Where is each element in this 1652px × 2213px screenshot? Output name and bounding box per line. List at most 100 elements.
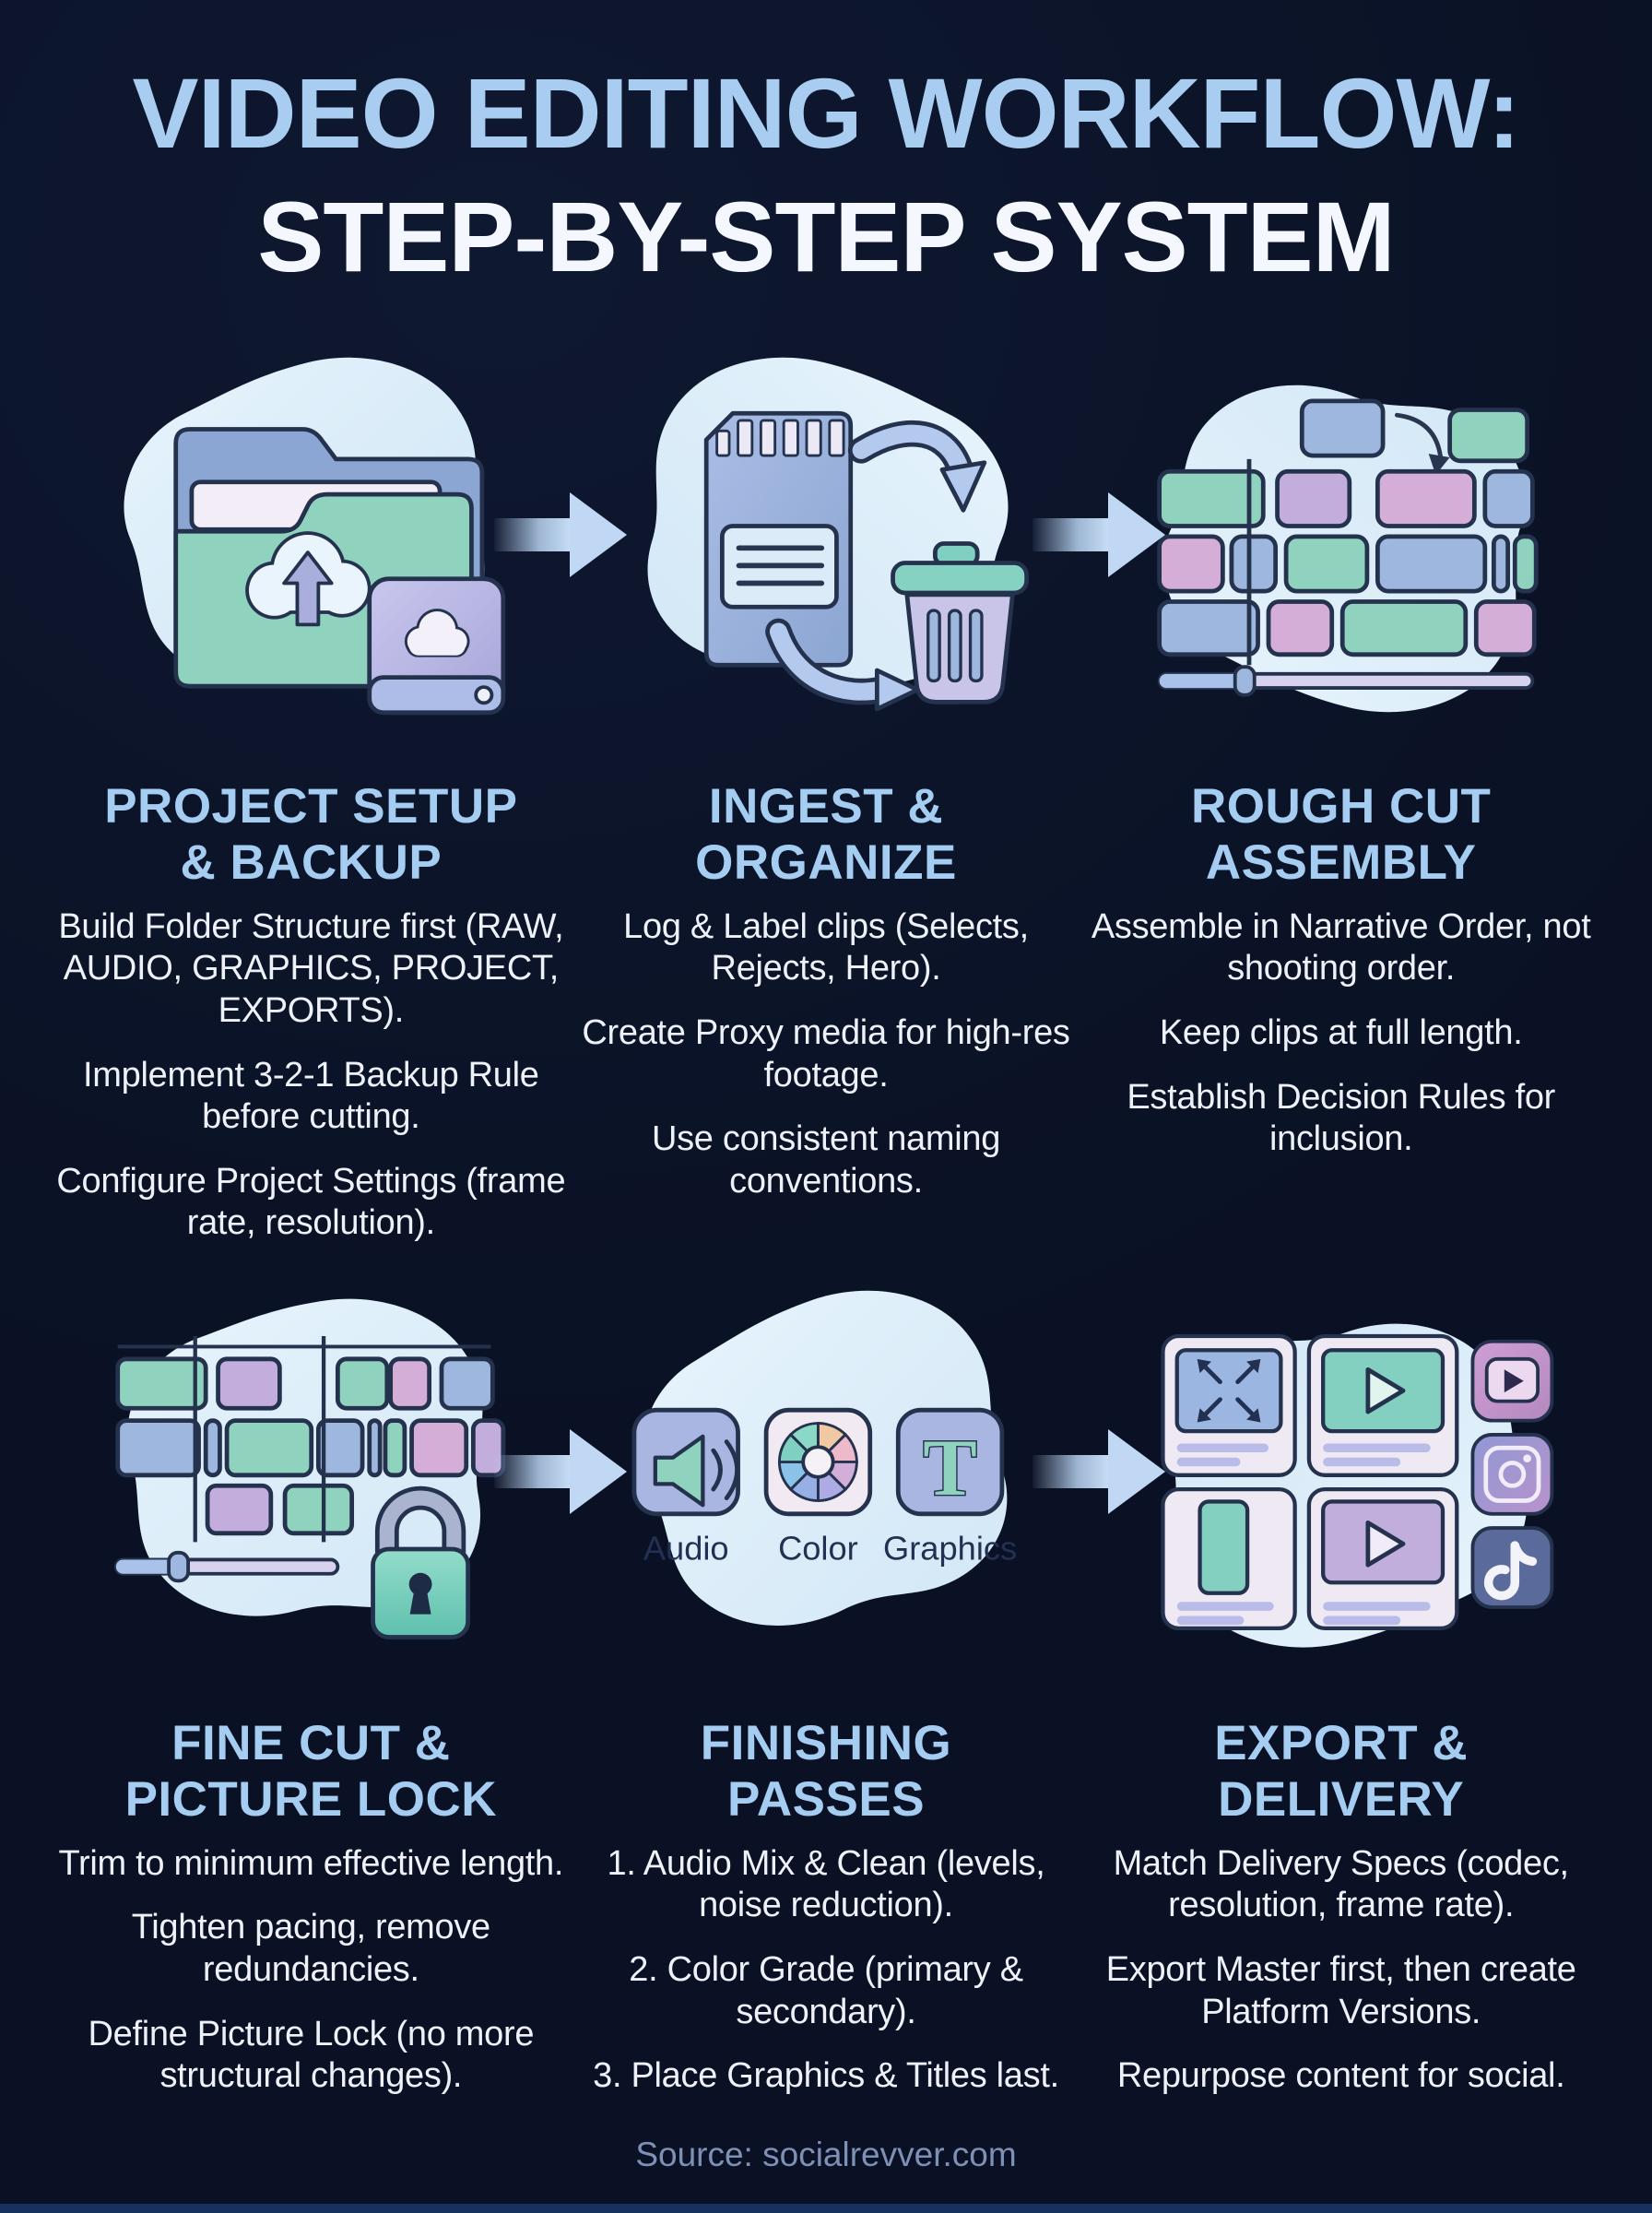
speaker-icon <box>653 1434 739 1508</box>
graphics-label: Graphics <box>883 1529 1017 1567</box>
text-row-2: FINE CUT & PICTURE LOCK Trim to minimum … <box>0 1715 1652 2098</box>
step-2-text: INGEST & ORGANIZE Log & Label clips (Sel… <box>569 778 1084 1245</box>
bottom-accent-bar <box>0 2204 1652 2213</box>
flow-arrow-right-icon <box>494 1428 627 1514</box>
step-6-title-line-2: DELIVERY <box>1218 1772 1465 1828</box>
step-4-point-2: Tighten pacing, remove redundancies. <box>131 1908 490 1990</box>
page-title: VIDEO EDITING WORKFLOW: STEP-BY-STEP SYS… <box>0 0 1652 299</box>
step-1-point-1: Build Folder Structure first (RAW, AUDIO… <box>58 906 564 1030</box>
step-4-point-1: Trim to minimum effective length. <box>58 1843 564 1883</box>
step-4-title-line-2: PICTURE LOCK <box>124 1772 498 1828</box>
step-5-point-3: 3. Place Graphics & Titles last. <box>593 2056 1059 2096</box>
export-platforms-icon <box>1161 1323 1554 1648</box>
timeline-clip <box>1447 407 1530 464</box>
scrubber-handle <box>167 1550 191 1583</box>
expand-arrowheads <box>1197 1358 1261 1423</box>
scrubber-handle <box>1233 665 1257 697</box>
play-icon <box>1365 1367 1406 1414</box>
step-1-icon-cell <box>53 339 559 730</box>
icons-row-1 <box>0 339 1652 730</box>
icons-row-2: T Audio Color Graphics <box>0 1276 1652 1667</box>
audio-label: Audio <box>643 1529 729 1567</box>
step-6-title: EXPORT & DELIVERY <box>1083 1715 1599 1828</box>
upload-arrow <box>282 550 334 627</box>
graphics-button <box>895 1407 1005 1517</box>
youtube-app-icon <box>1470 1339 1554 1423</box>
step-5-title-line-2: PASSES <box>726 1772 926 1828</box>
timeline-clips <box>115 1356 506 1536</box>
step-4-point-3: Define Picture Lock (no more structural … <box>88 2014 535 2096</box>
step-6-point-2: Export Master first, then create Platfor… <box>1105 1950 1576 2031</box>
step-1-title-line-2: & BACKUP <box>180 835 442 891</box>
step-1-point-2: Implement 3-2-1 Backup Rule before cutti… <box>83 1055 539 1137</box>
step-2-point-3: Use consistent naming conventions. <box>651 1119 1001 1201</box>
cloud-upload-icon <box>245 530 372 627</box>
step-3-point-1: Assemble in Narrative Order, not shootin… <box>1091 906 1591 988</box>
card-text-lines <box>1176 1443 1431 1625</box>
step-4-title-line-1: FINE CUT & <box>171 1715 451 1770</box>
sd-card-sort-trash-icon <box>647 357 1030 712</box>
tiktok-app-icon <box>1470 1526 1554 1609</box>
flow-arrow-right-icon <box>1032 491 1165 577</box>
dragged-clip <box>1299 398 1386 458</box>
drive-indicator-light <box>474 685 494 705</box>
sd-label-lines <box>736 545 825 586</box>
step-2-icon-cell <box>573 339 1079 730</box>
color-wheel-icon <box>777 1421 858 1502</box>
step-3-title: ROUGH CUT ASSEMBLY <box>1083 778 1599 892</box>
step-2-title-line-1: INGEST & <box>708 778 944 834</box>
text-row-1: PROJECT SETUP & BACKUP Build Folder Stru… <box>0 778 1652 1245</box>
play-icon <box>1365 1520 1406 1568</box>
flow-arrow-right-icon <box>1032 1428 1165 1514</box>
step-1-point-3: Configure Project Settings (frame rate, … <box>56 1161 566 1243</box>
trash-can-icon <box>891 540 1030 704</box>
step-5-title-line-1: FINISHING <box>700 1715 952 1770</box>
step-1-title-line-1: PROJECT SETUP <box>104 778 518 834</box>
letter-t-icon: T <box>923 1423 977 1512</box>
timeline-picture-lock-icon <box>113 1298 506 1639</box>
step-6-point-1: Match Delivery Specs (codec, resolution,… <box>1113 1843 1570 1925</box>
step-3-text: ROUGH CUT ASSEMBLY Assemble in Narrative… <box>1083 778 1599 1245</box>
sd-card-pins <box>715 419 845 457</box>
step-5-point-1: 1. Audio Mix & Clean (levels, noise redu… <box>607 1843 1045 1925</box>
timeline-clips <box>1157 468 1539 657</box>
step-5-icon-cell: T Audio Color Graphics <box>573 1276 1079 1667</box>
flow-arrow-right-icon <box>494 491 627 577</box>
step-6-title-line-1: EXPORT & <box>1214 1715 1469 1770</box>
page-title-line-2: STEP-BY-STEP SYSTEM <box>257 180 1395 292</box>
scrubber-bar <box>1157 665 1535 697</box>
color-label: Color <box>778 1529 858 1567</box>
step-1-text: PROJECT SETUP & BACKUP Build Folder Stru… <box>53 778 569 1245</box>
sort-arrow-bottom <box>765 618 920 712</box>
expand-arrows-icon <box>1201 1363 1257 1418</box>
sort-arrow-top <box>847 420 987 513</box>
step-2-point-2: Create Proxy media for high-res footage. <box>582 1012 1070 1095</box>
folder-cloud-backup-icon <box>124 357 506 716</box>
phone-thumb <box>1198 1499 1250 1595</box>
source-credit: Source: socialrevver.com <box>635 2136 1017 2173</box>
step-2-title-line-2: ORGANIZE <box>695 835 957 891</box>
step-2-title: INGEST & ORGANIZE <box>569 778 1084 892</box>
page-title-line-1: VIDEO EDITING WORKFLOW: <box>132 57 1521 169</box>
step-3-title-line-2: ASSEMBLY <box>1205 835 1477 891</box>
step-2-point-1: Log & Label clips (Selects, Rejects, Her… <box>623 906 1029 988</box>
lock-icon <box>371 1485 471 1639</box>
drop-arrow <box>1394 412 1450 475</box>
instagram-app-icon <box>1470 1432 1554 1516</box>
finishing-tools-icon: T Audio Color Graphics <box>631 1290 1017 1626</box>
step-5-title: FINISHING PASSES <box>569 1715 1084 1828</box>
step-6-text: EXPORT & DELIVERY Match Delivery Specs (… <box>1083 1715 1599 2098</box>
step-5-point-2: 2. Color Grade (primary & secondary). <box>629 1950 1023 2031</box>
drive-cloud-icon <box>404 608 470 657</box>
step-4-icon-cell <box>53 1276 559 1667</box>
step-3-point-2: Keep clips at full length. <box>1159 1012 1523 1052</box>
fullscreen-thumb <box>1174 1348 1283 1434</box>
step-4-title: FINE CUT & PICTURE LOCK <box>53 1715 569 1828</box>
step-3-icon-cell <box>1093 339 1599 730</box>
step-5-text: FINISHING PASSES 1. Audio Mix & Clean (l… <box>569 1715 1084 2098</box>
step-6-icon-cell <box>1093 1276 1599 1667</box>
scrubber-bar <box>113 1550 340 1583</box>
step-3-point-3: Establish Decision Rules for inclusion. <box>1127 1077 1556 1159</box>
timeline-assembly-icon <box>1157 385 1539 713</box>
